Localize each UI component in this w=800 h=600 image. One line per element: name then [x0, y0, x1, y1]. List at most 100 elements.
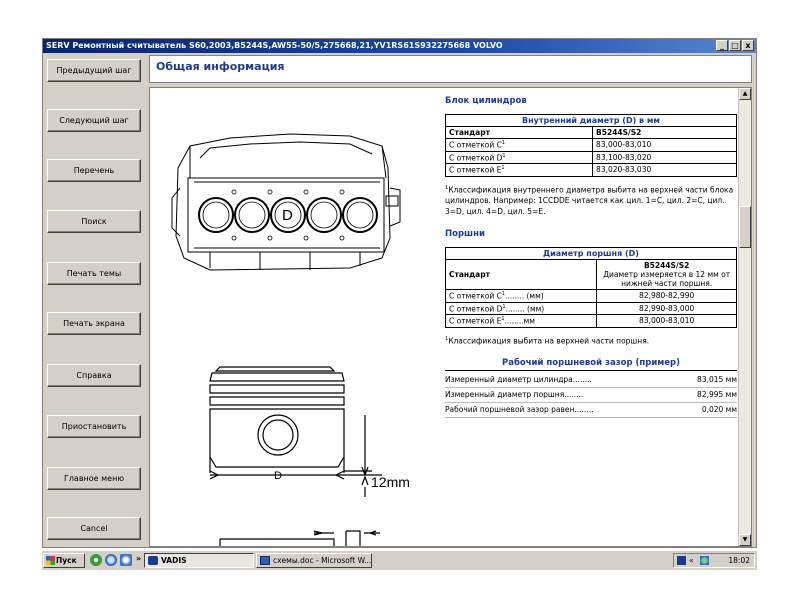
- network-icon[interactable]: [700, 556, 709, 565]
- tray-expand-icon[interactable]: «: [689, 556, 694, 565]
- content-pane[interactable]: D: [149, 87, 752, 547]
- table-header: B5244S/S2: [592, 126, 737, 139]
- scroll-up-button[interactable]: ▲: [739, 88, 751, 100]
- start-label: Пуск: [56, 556, 77, 565]
- print-topic-button[interactable]: Печать темы: [47, 262, 141, 285]
- row-value: 83,015 мм: [697, 375, 737, 384]
- cylinder-block-note: 1Классификация внутреннего диаметра выби…: [445, 183, 737, 218]
- table-header: Стандарт: [444, 259, 598, 290]
- piston-d-label: D: [274, 470, 282, 482]
- cancel-button[interactable]: Cancel: [47, 517, 141, 540]
- block-d-label: D: [282, 207, 293, 224]
- clock[interactable]: 18:02: [728, 556, 750, 565]
- table-caption: Внутренний диаметр (D) в мм: [445, 114, 737, 127]
- note-text: Классификация выбита на верхней части по…: [448, 336, 650, 345]
- task-label: схемы.doc - Microsoft W...: [273, 556, 372, 565]
- measure-note: Диаметр измеряется в 12 мм от нижней час…: [603, 270, 731, 288]
- drawings-area: D: [150, 88, 430, 546]
- spec-text: Блок цилиндров Внутренний диаметр (D) в …: [444, 96, 737, 418]
- title-bar[interactable]: SERV Ремонтный считыватель S60,2003,B524…: [43, 39, 756, 53]
- quicklaunch-more-icon[interactable]: »: [136, 554, 142, 563]
- table-row: С отметкой D1........ (мм) 82,990-83,000: [444, 301, 737, 315]
- table-row: С отметкой E1........мм 83,000-83,010: [444, 314, 737, 328]
- table-row: С отметкой C1 83,000-83,010: [444, 138, 737, 152]
- main-menu-button[interactable]: Главное меню: [47, 467, 141, 490]
- footnote-mark: 1: [502, 152, 506, 159]
- row-value: 83,020-83,030: [592, 163, 737, 177]
- vertical-scrollbar[interactable]: ▲ ▼: [738, 88, 751, 546]
- close-button[interactable]: x: [742, 40, 754, 51]
- row-value: 82,990-83,000: [596, 301, 737, 315]
- pistons-note: 1Классификация выбита на верхней части п…: [445, 334, 737, 347]
- row-value: 82,995 мм: [697, 390, 737, 399]
- scroll-thumb[interactable]: [739, 206, 751, 248]
- cylinder-diameter-table: Внутренний диаметр (D) в мм Стандарт B52…: [444, 114, 737, 177]
- footnote-mark: 1: [502, 303, 506, 310]
- footnote-mark: 1: [501, 140, 506, 146]
- pause-button[interactable]: Приостановить: [47, 415, 141, 438]
- list-item: Рабочий поршневой зазор равен........ 0,…: [445, 403, 737, 418]
- system-tray: « 18:02: [673, 553, 755, 568]
- row-value: 83,000-83,010: [596, 314, 737, 328]
- taskbar-item-word[interactable]: схемы.doc - Microsoft W...: [256, 553, 372, 568]
- vadis-app-icon: [148, 556, 158, 565]
- piston-dimension-label: 12mm: [371, 474, 410, 490]
- row-value: 82,980-82,990: [596, 289, 737, 303]
- row-label: С отметкой E: [449, 316, 502, 326]
- quicklaunch-browser-icon[interactable]: [105, 554, 117, 566]
- app-window: SERV Ремонтный считыватель S60,2003,B524…: [42, 38, 757, 548]
- previous-step-button[interactable]: Предыдущий шаг: [47, 59, 141, 82]
- list-item: Измеренный диаметр цилиндра........ 83,0…: [445, 373, 737, 388]
- windows-flag-icon: [46, 556, 55, 565]
- row-label: С отметкой E: [449, 165, 502, 175]
- row-value: 83,100-83,020: [592, 150, 737, 164]
- row-label: С отметкой C: [449, 291, 502, 301]
- row-value: 83,000-83,010: [592, 138, 737, 152]
- row-label: С отметкой C: [449, 140, 502, 150]
- list-button[interactable]: Перечень: [47, 159, 141, 182]
- minimize-button[interactable]: _: [716, 40, 728, 51]
- row-unit: ........ (мм): [505, 304, 545, 313]
- language-icon[interactable]: [677, 556, 686, 565]
- pistons-heading: Поршни: [445, 229, 485, 239]
- scroll-down-button[interactable]: ▼: [739, 534, 751, 546]
- footnote-mark: 1: [445, 184, 449, 191]
- table-caption: Диаметр поршня (D): [445, 247, 737, 260]
- start-button[interactable]: Пуск: [43, 553, 85, 568]
- sidebar: Предыдущий шаг Следующий шаг Перечень По…: [43, 53, 147, 547]
- row-unit: ........ (мм): [505, 291, 544, 301]
- clearance-heading: Рабочий поршневой зазор (пример): [445, 358, 737, 371]
- footnote-mark: 1: [501, 316, 505, 322]
- window-title: SERV Ремонтный считыватель S60,2003,B524…: [46, 41, 503, 50]
- piston-drawing: D 12mm: [209, 366, 410, 546]
- row-unit: ........мм: [504, 316, 535, 326]
- table-row: С отметкой E1 83,020-83,030: [444, 163, 737, 177]
- quicklaunch-desktop-icon[interactable]: [120, 554, 132, 566]
- word-doc-icon: [260, 556, 270, 565]
- search-button[interactable]: Поиск: [47, 210, 141, 233]
- footnote-mark: 1: [445, 335, 449, 342]
- footnote-mark: 1: [501, 165, 505, 171]
- table-header: Стандарт: [444, 126, 594, 139]
- engine-code: B5244S/S2: [643, 261, 690, 270]
- taskbar-item-vadis[interactable]: VADIS: [144, 553, 254, 568]
- note-text: Классификация внутреннего диаметра выбит…: [445, 185, 734, 216]
- print-screen-button[interactable]: Печать экрана: [47, 312, 141, 335]
- table-row: С отметкой D1 83,100-83,020: [444, 150, 737, 164]
- page-header: Общая информация: [149, 55, 752, 83]
- row-label: Рабочий поршневой зазор равен........: [445, 405, 594, 414]
- task-label: VADIS: [161, 556, 187, 565]
- page-title: Общая информация: [156, 60, 285, 73]
- restore-button[interactable]: □: [729, 40, 741, 51]
- cylinder-block-drawing: D: [171, 133, 401, 271]
- list-item: Измеренный диаметр поршня........ 82,995…: [445, 388, 737, 403]
- row-label: С отметкой D: [449, 153, 503, 162]
- next-step-button[interactable]: Следующий шаг: [47, 109, 141, 132]
- row-label: Измеренный диаметр поршня........: [445, 390, 584, 399]
- help-button[interactable]: Справка: [47, 364, 141, 387]
- table-row: С отметкой C1........ (мм) 82,980-82,990: [444, 289, 737, 303]
- quicklaunch-media-icon[interactable]: [90, 554, 102, 566]
- taskbar: Пуск » VADIS схемы.doc - Microsoft W... …: [42, 550, 757, 570]
- row-label: С отметкой D: [449, 304, 503, 313]
